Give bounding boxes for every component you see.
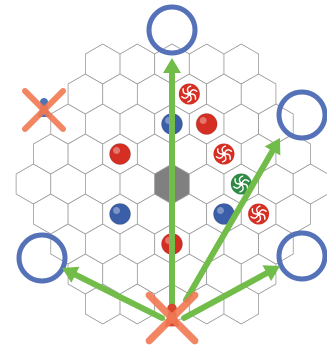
move-arrow-to-target-upper-right[interactable] (183, 138, 281, 303)
cross-icon (22, 88, 66, 132)
player-previous-marker[interactable] (22, 88, 66, 132)
red-pinwheel-piece[interactable] (178, 83, 200, 105)
red-pinwheel-piece[interactable] (213, 143, 235, 165)
board-tiles (15, 43, 327, 325)
target-lower-left-ring[interactable] (16, 232, 68, 284)
player-current-marker[interactable] (145, 291, 199, 345)
move-arrow-to-target-top[interactable] (163, 58, 181, 307)
cross-icon (145, 291, 199, 345)
red-ball-piece[interactable] (109, 143, 132, 165)
target-markers (16, 4, 327, 284)
blue-ball-piece[interactable] (109, 203, 132, 225)
target-top-ring[interactable] (146, 4, 198, 56)
move-arrows (62, 58, 281, 321)
board-pieces (109, 83, 270, 255)
move-arrow-to-target-lower-left[interactable] (62, 266, 165, 321)
target-upper-right-ring[interactable] (276, 89, 327, 141)
move-arrow-to-target-lower-right[interactable] (181, 265, 280, 321)
red-ball-piece[interactable] (195, 113, 218, 135)
player-markers (22, 88, 199, 345)
hex-tile[interactable] (292, 163, 327, 205)
blue-ball-piece[interactable] (212, 203, 235, 225)
target-lower-right-ring[interactable] (276, 230, 327, 282)
red-pinwheel-piece[interactable] (248, 203, 270, 225)
green-pinwheel-piece[interactable] (230, 173, 252, 195)
